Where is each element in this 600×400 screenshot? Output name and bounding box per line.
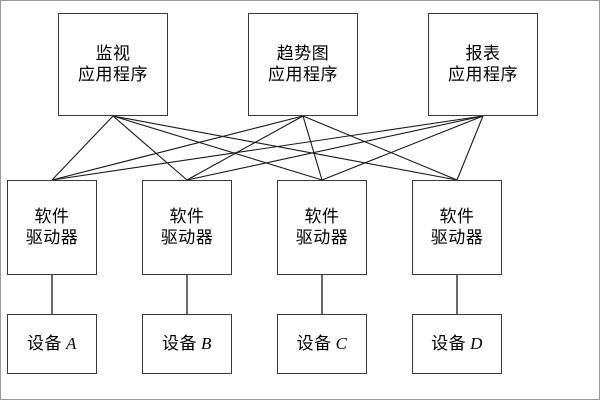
- node-monitoring-application[interactable]: 监视 应用程序: [58, 13, 168, 116]
- connection-line-app-driver: [112, 115, 323, 181]
- connection-line-app-driver: [186, 115, 484, 181]
- node-label-line2: 应用程序: [448, 64, 518, 84]
- node-report-application[interactable]: 报表 应用程序: [428, 13, 538, 116]
- device-label-text: 设备: [27, 333, 63, 353]
- connection-line-app-driver: [302, 115, 458, 181]
- device-identifier: C: [335, 333, 348, 353]
- connection-line-app-driver: [51, 115, 304, 181]
- node-label-line2: 驱动器: [295, 227, 349, 247]
- node-software-driver-c[interactable]: 软件 驱动器: [277, 180, 367, 275]
- node-label-line2: 驱动器: [25, 227, 79, 247]
- device-label-text: 设备: [431, 333, 467, 353]
- device-identifier: B: [201, 333, 212, 353]
- node-label-line1: 报表: [465, 44, 501, 64]
- node-trend-chart-application[interactable]: 趋势图 应用程序: [248, 13, 358, 116]
- connection-line-app-driver: [112, 115, 188, 181]
- node-software-driver-d[interactable]: 软件 驱动器: [412, 180, 502, 275]
- node-label-line1: 软件: [439, 207, 475, 227]
- device-identifier: D: [470, 333, 483, 353]
- node-label-line2: 应用程序: [268, 64, 338, 84]
- node-label-line1: 监视: [95, 44, 131, 64]
- connection-line-app-driver: [51, 115, 114, 181]
- node-label-line1: 软件: [169, 207, 205, 227]
- driver-to-device-edges: [51, 275, 458, 314]
- node-software-driver-a[interactable]: 软件 驱动器: [7, 180, 97, 275]
- app-to-driver-edges: [51, 115, 484, 181]
- connection-line-app-driver: [51, 115, 484, 181]
- node-label-line1: 趋势图: [276, 44, 330, 64]
- device-label-text: 设备: [162, 333, 198, 353]
- device-label-text: 设备: [296, 333, 332, 353]
- connection-line-app-driver: [302, 115, 323, 181]
- connection-line-app-driver: [186, 115, 304, 181]
- node-label-line1: 软件: [304, 207, 340, 227]
- node-label-line1: 软件: [34, 207, 70, 227]
- node-label-line2: 应用程序: [78, 64, 148, 84]
- node-software-driver-b[interactable]: 软件 驱动器: [142, 180, 232, 275]
- node-label-line2: 驱动器: [430, 227, 484, 247]
- connection-line-app-driver: [456, 115, 484, 181]
- device-identifier: A: [66, 333, 77, 353]
- connection-line-app-driver: [321, 115, 484, 181]
- node-label-line2: 驱动器: [160, 227, 214, 247]
- connection-line-app-driver: [112, 115, 458, 181]
